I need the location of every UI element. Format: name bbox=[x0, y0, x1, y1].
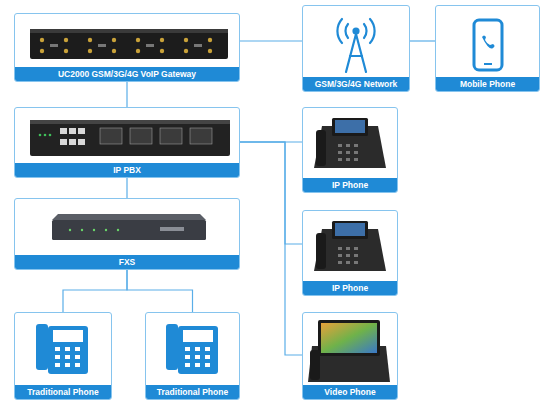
device-box: IP Phone bbox=[302, 107, 398, 193]
device-label: IP PBX bbox=[15, 163, 239, 177]
device-box: Traditional Phone bbox=[14, 312, 112, 400]
device-box: IP PBX bbox=[14, 107, 240, 178]
device-label: UC2000 GSM/3G/4G VoIP Gateway bbox=[15, 67, 239, 81]
network-link bbox=[240, 40, 302, 41]
network-link bbox=[127, 270, 193, 312]
device-box: FXS bbox=[14, 198, 240, 270]
device-box: Traditional Phone bbox=[145, 312, 240, 400]
device-label: Mobile Phone bbox=[436, 77, 539, 91]
network-link bbox=[63, 270, 127, 312]
device-label: Traditional Phone bbox=[15, 385, 111, 399]
network-link bbox=[126, 178, 127, 198]
network-link bbox=[126, 82, 127, 107]
device-box: Mobile Phone bbox=[435, 5, 540, 92]
network-link bbox=[240, 142, 302, 355]
device-label: FXS bbox=[15, 255, 239, 269]
device-label: Video Phone bbox=[303, 385, 397, 399]
device-box: UC2000 GSM/3G/4G VoIP Gateway bbox=[14, 13, 240, 82]
network-link bbox=[410, 40, 435, 41]
device-label: IP Phone bbox=[303, 178, 397, 192]
device-label: Traditional Phone bbox=[146, 385, 239, 399]
device-label: IP Phone bbox=[303, 281, 397, 295]
device-box: Video Phone bbox=[302, 312, 398, 400]
device-box: IP Phone bbox=[302, 210, 398, 296]
network-link bbox=[240, 142, 302, 244]
device-box: GSM/3G/4G Network bbox=[302, 5, 410, 92]
device-label: GSM/3G/4G Network bbox=[303, 77, 409, 91]
